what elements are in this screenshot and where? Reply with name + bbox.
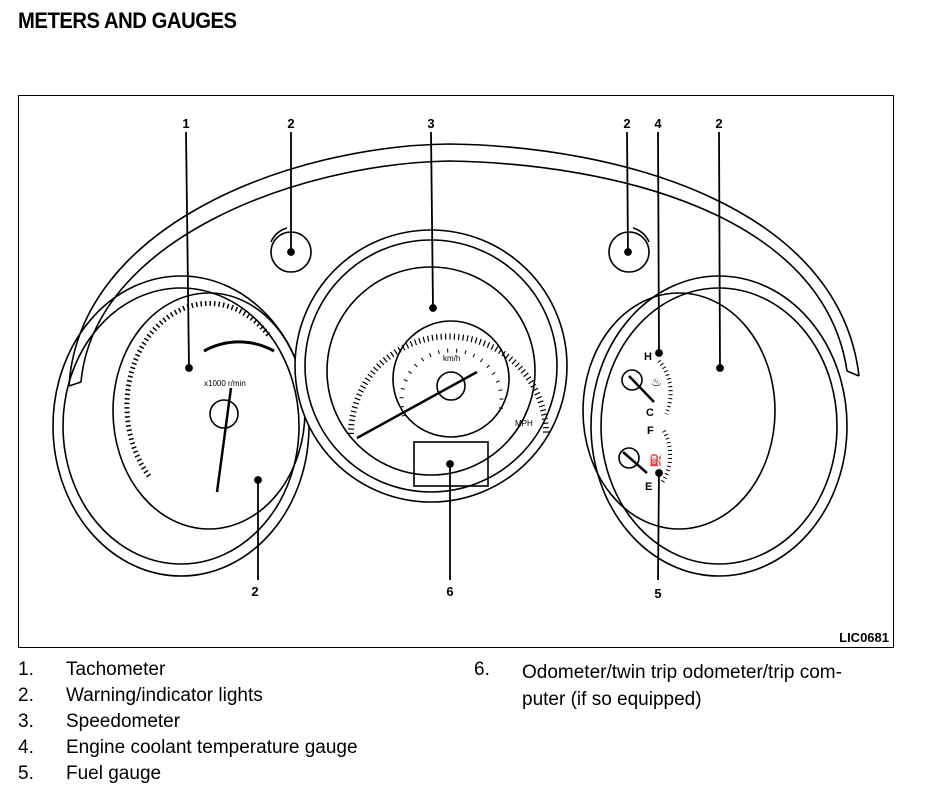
callout-5: 5 — [654, 586, 661, 601]
legend-number: 6. — [474, 659, 490, 680]
speedo-needle — [356, 370, 478, 440]
fuel-empty-label: E — [645, 481, 652, 493]
figure-id: LIC0681 — [839, 630, 889, 645]
leader-2c — [718, 131, 721, 369]
odometer-display — [413, 441, 489, 487]
speedo-face — [326, 266, 536, 476]
temp-cold-label: C — [646, 407, 654, 419]
speedo-inner-dial — [392, 320, 510, 438]
temp-gauge-hub — [621, 369, 643, 391]
callout-2b: 2 — [623, 116, 630, 131]
instrument-cluster-figure: 1 2 3 2 4 2 2 6 5 x1000 r/min km/h MPH H… — [18, 95, 894, 648]
legend-left: 1. Tachometer 2. Warning/indicator light… — [18, 659, 458, 789]
right-pod-face — [582, 292, 776, 530]
fuel-full-label: F — [647, 425, 654, 437]
callout-3: 3 — [427, 116, 434, 131]
leader-4 — [657, 131, 660, 354]
speedo-scale — [348, 333, 549, 435]
leader-5 — [657, 472, 660, 581]
tach-face — [112, 292, 306, 530]
page-title: METERS AND GAUGES — [18, 8, 237, 33]
callout-1: 1 — [182, 116, 189, 131]
fuel-gauge-scale — [659, 430, 673, 486]
legend-text: Tachometer — [66, 659, 166, 680]
temp-hot-label: H — [644, 351, 652, 363]
hood-right-end — [846, 370, 860, 377]
tach-scale — [124, 300, 272, 478]
callout-2c: 2 — [715, 116, 722, 131]
legend-number: 2. — [18, 685, 34, 706]
cluster-hood — [68, 143, 860, 387]
speedo-outer-unit: MPH — [515, 419, 533, 428]
instrument-cluster-diagram: 1 2 3 2 4 2 2 6 5 x1000 r/min km/h MPH H… — [52, 116, 860, 601]
legend-number: 1. — [18, 659, 34, 680]
tach-needle — [215, 387, 233, 493]
legend-right: 6. Odometer/twin trip odometer/trip com-… — [474, 659, 904, 719]
tach-bezel-mid — [62, 287, 300, 565]
callout-2d: 2 — [251, 584, 258, 599]
legend-text: Warning/indicator lights — [66, 685, 263, 706]
temp-gauge-needle — [628, 375, 655, 403]
legend-text: Odometer/twin trip odometer/trip com- pu… — [522, 662, 842, 710]
callout-2a: 2 — [287, 116, 294, 131]
tach-hub — [209, 399, 239, 429]
legend-number: 4. — [18, 737, 34, 758]
speedo-bezel-mid — [304, 239, 558, 493]
legend-number: 5. — [18, 763, 34, 784]
tach-unit-label: x1000 r/min — [204, 379, 246, 388]
coolant-temp-icon: ♨ — [651, 375, 662, 389]
leader-1 — [185, 131, 190, 369]
cluster-hood-inner — [80, 160, 848, 383]
legend-text: Fuel gauge — [66, 763, 162, 784]
legend-text: Engine coolant temperature gauge — [66, 737, 358, 758]
speedo-hub — [436, 371, 466, 401]
legend-number: 3. — [18, 711, 34, 732]
legend-text: Speedometer — [66, 711, 181, 732]
speedo-bezel-outer — [294, 229, 568, 503]
leader-2b — [626, 131, 629, 253]
hood-left-end — [68, 381, 82, 387]
fuel-pump-icon: ⛽ — [649, 454, 663, 467]
speedo-inner-unit: km/h — [443, 354, 460, 363]
fuel-gauge-hub — [618, 447, 640, 469]
callout-4: 4 — [654, 116, 662, 131]
tach-redzone — [203, 340, 275, 353]
warning-light-pod-right — [608, 231, 650, 273]
callout-6: 6 — [446, 584, 453, 599]
fuel-gauge-needle — [622, 451, 648, 474]
leader-3 — [430, 131, 434, 309]
speedo-inner-scale — [399, 348, 504, 417]
